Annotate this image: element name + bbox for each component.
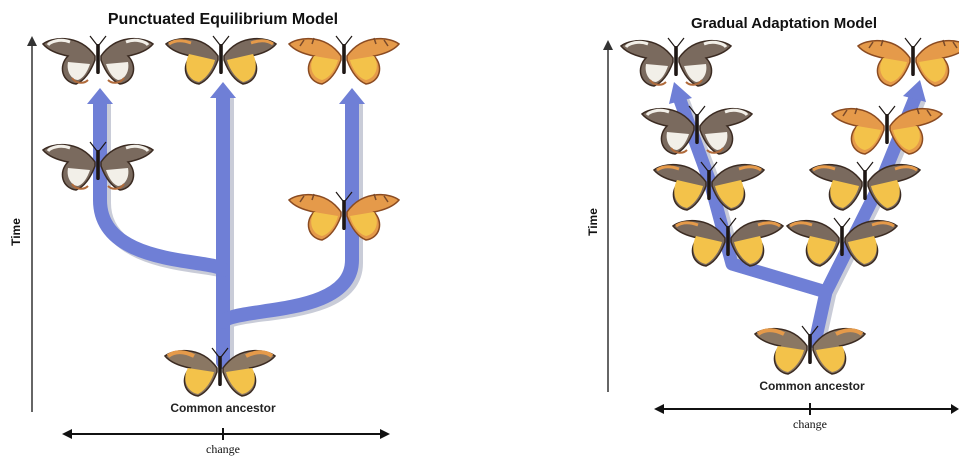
left-change-axis: change <box>62 428 390 456</box>
left-time-axis-label: Time <box>9 218 23 246</box>
left-panel: Punctuated Equilibrium Model Time change <box>9 11 400 456</box>
right-ancestor-label: Common ancestor <box>759 379 865 393</box>
orange-butterfly <box>288 191 400 241</box>
right-left-branch <box>673 93 833 299</box>
brown-white-butterfly <box>619 36 733 88</box>
left-right-branch <box>216 97 359 329</box>
right-panel-title: Gradual Adaptation Model <box>691 15 877 32</box>
ancestor-butterfly <box>753 324 867 376</box>
left-ancestor-label: Common ancestor <box>170 401 276 415</box>
left-branches <box>87 82 365 370</box>
orange-butterfly <box>831 105 943 155</box>
right-change-axis-label: change <box>793 417 827 431</box>
left-panel-title: Punctuated Equilibrium Model <box>108 11 338 28</box>
left-left-branch <box>93 97 230 277</box>
brown-white-butterfly <box>41 34 155 86</box>
right-change-axis: change <box>654 403 959 431</box>
orange-butterfly <box>857 37 959 87</box>
yellow-brown-butterfly <box>164 34 278 86</box>
right-time-axis: Time <box>586 40 613 392</box>
left-time-axis: Time <box>9 36 37 412</box>
orange-butterfly <box>288 35 400 85</box>
right-panel: Gradual Adaptation Model Time change <box>586 15 959 431</box>
left-change-axis-label: change <box>206 442 240 456</box>
right-time-axis-label: Time <box>586 208 600 236</box>
